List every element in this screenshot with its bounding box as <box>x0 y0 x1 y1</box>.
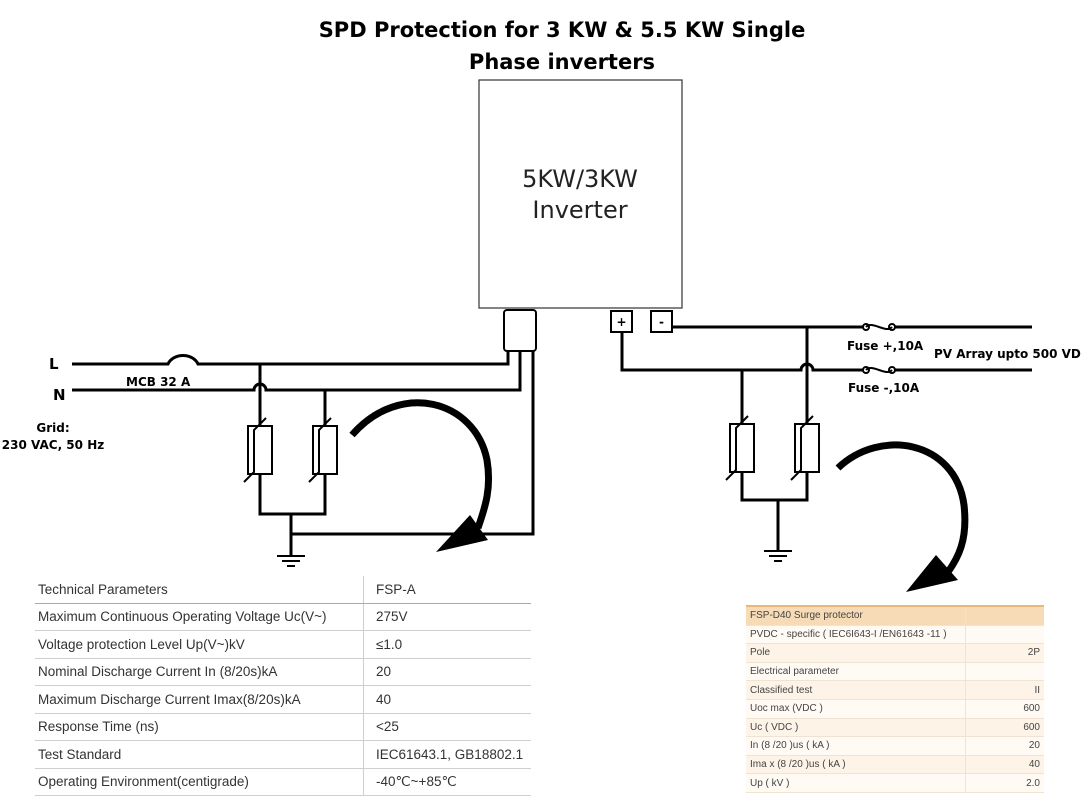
arrow-to-fsp-d40 <box>835 441 969 592</box>
dc-spd-varistors <box>725 415 820 481</box>
line-n-label: N <box>53 386 66 404</box>
table-row: Response Time (ns) <25 <box>35 713 531 741</box>
param-value: IEC61643.1, GB18802.1 <box>363 740 531 769</box>
param-value <box>965 625 1044 645</box>
dc-fuses <box>862 323 896 374</box>
table-row: In (8 /20 )us ( kA ) 20 <box>746 736 1044 756</box>
varistor-l <box>247 425 273 475</box>
param-name: Pole <box>746 643 966 663</box>
param-value: <25 <box>363 713 531 741</box>
fsp-d40-parameters-table: FSP-D40 Surge protector PVDC - specific … <box>746 604 1044 793</box>
dc-positive-symbol: + <box>616 315 626 329</box>
param-name: Uoc max (VDC ) <box>746 699 966 719</box>
param-value: 600 <box>965 699 1044 719</box>
fsp-a-parameters-table: Technical Parameters FSP-A Maximum Conti… <box>35 576 531 796</box>
param-value <box>965 662 1044 682</box>
param-value: 2P <box>965 643 1044 663</box>
param-name: Nominal Discharge Current In (8/20s)kA <box>35 658 364 686</box>
param-name: Test Standard <box>35 740 364 769</box>
table-header-cell: FSP-D40 Surge protector <box>746 604 966 626</box>
table-header-row: Technical Parameters FSP-A <box>35 576 531 604</box>
ac-ground-icon <box>277 555 305 567</box>
table-header-cell <box>965 604 1044 626</box>
ac-spd-varistors <box>243 417 338 483</box>
table-header-row: FSP-D40 Surge protector <box>746 604 1044 626</box>
inverter-box <box>478 79 683 309</box>
table-row: Voltage protection Level Up(V~)kV ≤1.0 <box>35 630 531 659</box>
param-value: 2.0 <box>965 773 1044 793</box>
varistor-dc-1 <box>729 423 755 473</box>
table-header-cell: Technical Parameters <box>35 576 364 604</box>
inverter-label-line1: 5KW/3KW <box>522 165 638 193</box>
param-value: II <box>965 680 1044 700</box>
table-row: Uc ( VDC ) 600 <box>746 718 1044 738</box>
dc-ground-icon <box>764 550 792 562</box>
param-name: Ima x (8 /20 )us ( kA ) <box>746 755 966 775</box>
table-row: Pole 2P <box>746 643 1044 663</box>
diagram-title-line1: SPD Protection for 3 KW & 5.5 KW Single <box>319 18 806 42</box>
param-name: PVDC - specific ( IEC6I643-I /EN61643 -1… <box>746 625 966 645</box>
param-name: Uc ( VDC ) <box>746 718 966 738</box>
diagram-title-line2: Phase inverters <box>469 50 655 74</box>
param-value: -40℃~+85℃ <box>363 768 531 796</box>
table-row: Uoc max (VDC ) 600 <box>746 699 1044 719</box>
table-row: Up ( kV ) 2.0 <box>746 773 1044 793</box>
param-name: Up ( kV ) <box>746 773 966 793</box>
param-name: Classified test <box>746 680 966 700</box>
table-row: Electrical parameter <box>746 662 1044 682</box>
table-row: Maximum Continuous Operating Voltage Uc(… <box>35 603 531 631</box>
table-header-cell: FSP-A <box>363 576 531 604</box>
inverter-label-line2: Inverter <box>532 196 627 224</box>
table-row: Maximum Discharge Current Imax(8/20s)kA … <box>35 685 531 714</box>
varistor-dc-2 <box>794 423 820 473</box>
param-name: In (8 /20 )us ( kA ) <box>746 736 966 756</box>
param-name: Maximum Discharge Current Imax(8/20s)kA <box>35 685 364 714</box>
param-value: 275V <box>363 603 531 631</box>
param-value: 20 <box>363 658 531 686</box>
varistor-n <box>312 425 338 475</box>
param-name: Maximum Continuous Operating Voltage Uc(… <box>35 603 364 631</box>
param-value: 40 <box>363 685 531 714</box>
table-row: Ima x (8 /20 )us ( kA ) 40 <box>746 755 1044 775</box>
dc-negative-terminal <box>650 310 673 333</box>
fuse-positive-label: Fuse +,10A <box>847 339 924 353</box>
dc-negative-symbol: - <box>659 315 664 329</box>
arrow-to-fsp-a <box>349 399 493 552</box>
table-row: Classified test II <box>746 680 1044 700</box>
fuse-negative-label: Fuse -,10A <box>848 381 920 395</box>
ac-terminal-block <box>503 309 537 352</box>
mcb-label: MCB 32 A <box>126 375 191 389</box>
param-name: Response Time (ns) <box>35 713 364 741</box>
param-value: 40 <box>965 755 1044 775</box>
param-name: Electrical parameter <box>746 662 966 682</box>
table-row: Test Standard IEC61643.1, GB18802.1 <box>35 740 531 769</box>
param-name: Operating Environment(centigrade) <box>35 768 364 796</box>
ac-wiring <box>72 351 535 556</box>
table-row: Operating Environment(centigrade) -40℃~+… <box>35 768 531 796</box>
pv-array-label: PV Array upto 500 VDC <box>934 347 1081 361</box>
line-l-label: L <box>49 355 59 373</box>
table-row: PVDC - specific ( IEC6I643-I /EN61643 -1… <box>746 625 1044 645</box>
table-row: Nominal Discharge Current In (8/20s)kA 2… <box>35 658 531 686</box>
param-value: ≤1.0 <box>363 630 531 659</box>
param-name: Voltage protection Level Up(V~)kV <box>35 630 364 659</box>
grid-label-line2: 230 VAC, 50 Hz <box>2 438 104 452</box>
param-value: 600 <box>965 718 1044 738</box>
param-value: 20 <box>965 736 1044 756</box>
grid-label-line1: Grid: <box>36 421 69 435</box>
